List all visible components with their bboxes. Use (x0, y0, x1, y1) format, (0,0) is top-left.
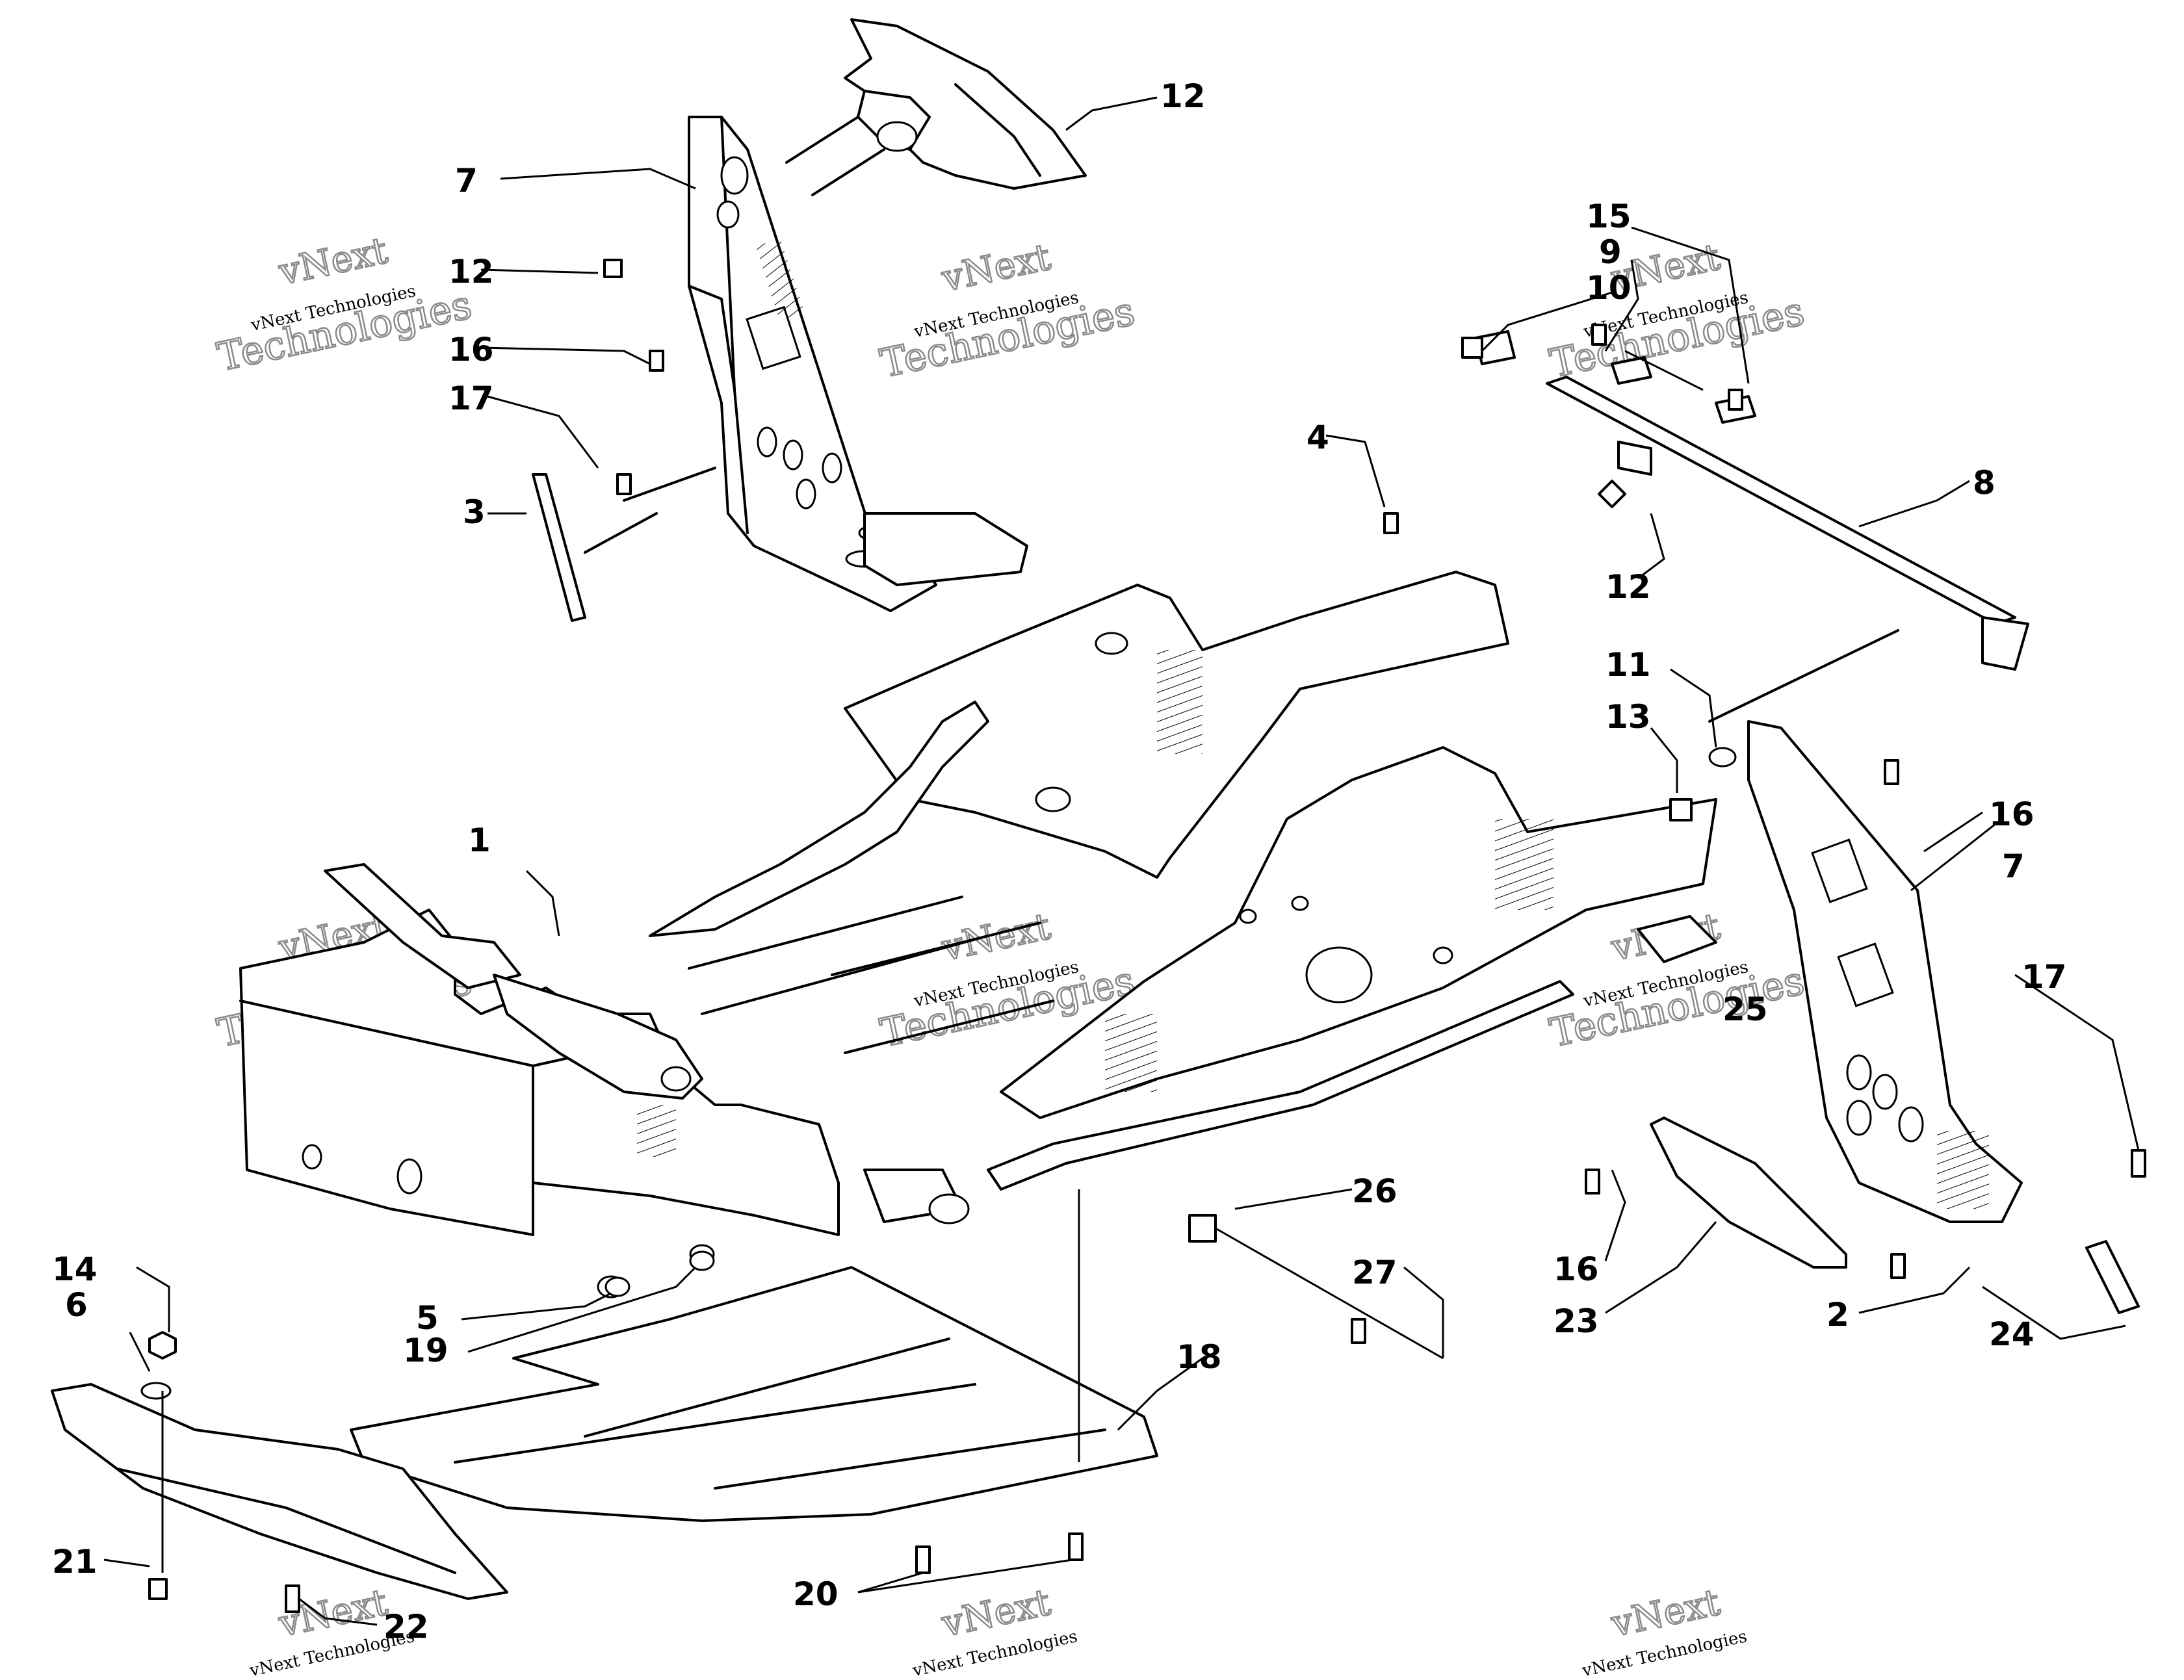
part-8-shaft (1474, 330, 2029, 723)
watermark-top-left: vNext vNext Technologies Technologies (213, 229, 476, 381)
callout-13: 12 (1160, 77, 1206, 115)
callout-8: 8 (1973, 464, 1996, 502)
callout-12-mid: 13 (1606, 698, 1651, 736)
callout-2: 2 (1826, 1296, 1849, 1334)
callout-12-shaft: 12 (1606, 568, 1651, 606)
callout-24: 24 (1989, 1315, 2034, 1353)
callout-16-bottom: 16 (1554, 1250, 1599, 1288)
leader-lines (103, 96, 2140, 1626)
part-24-plate (2085, 1240, 2140, 1314)
callout-7-right: 7 (2002, 847, 2025, 885)
nut-12-left (148, 1331, 177, 1360)
callout-15: 15 (1586, 198, 1632, 235)
watermark-top-center: vNext vNext Technologies Technologies (876, 235, 1139, 388)
callout-17-left: 17 (448, 380, 494, 417)
part-7-left-column (688, 116, 1028, 612)
watermark-bottom-right: vNext vNext Technologies (1580, 1581, 1748, 1680)
callout-10: 10 (1586, 269, 1632, 307)
svg-text:vNext: vNext (938, 905, 1054, 970)
part-18-skid-plate (350, 1266, 1158, 1522)
callout-27: 27 (1352, 1254, 1398, 1291)
fasteners (140, 259, 2146, 1613)
callout-16-left: 16 (448, 331, 494, 368)
callout-21: 21 (52, 1543, 98, 1581)
callout-22: 22 (384, 1608, 429, 1646)
callout-20: 20 (793, 1575, 838, 1613)
callout-25: 25 (1722, 990, 1768, 1028)
callout-23: 23 (1554, 1302, 1599, 1340)
part-7-right-column (1637, 720, 2023, 1223)
callout-labels: 12 7 12 16 17 3 4 15 9 10 8 12 11 13 16 … (52, 77, 2067, 1646)
watermark-bottom-center: vNext vNext Technologies (910, 1581, 1079, 1680)
callout-3: 3 (463, 493, 486, 531)
svg-text:vNext: vNext (938, 236, 1054, 300)
callout-9: 9 (1599, 233, 1622, 271)
callout-1: 1 (468, 821, 491, 859)
callout-4: 4 (1306, 419, 1329, 456)
callout-16-right: 16 (1989, 795, 2034, 833)
callout-14: 12 (448, 253, 494, 291)
callout-7-left: 7 (455, 162, 478, 200)
callout-18: 18 (1176, 1338, 1222, 1376)
callout-26: 26 (1352, 1172, 1398, 1210)
part-13-cover (785, 18, 1087, 196)
front-bumper (51, 1383, 508, 1600)
part-3-rod (532, 467, 716, 622)
svg-text:vNext: vNext (275, 229, 391, 294)
callout-12-bumper: 14 (52, 1250, 98, 1288)
callout-17-right: 17 (2022, 958, 2067, 996)
callout-11: 11 (1606, 646, 1651, 684)
part-1-chassis-frame (239, 571, 1717, 1299)
callout-19: 19 (403, 1332, 448, 1369)
part-23-bracket (1650, 1117, 1847, 1269)
callout-6: 6 (65, 1286, 88, 1324)
callout-5: 5 (416, 1299, 439, 1337)
